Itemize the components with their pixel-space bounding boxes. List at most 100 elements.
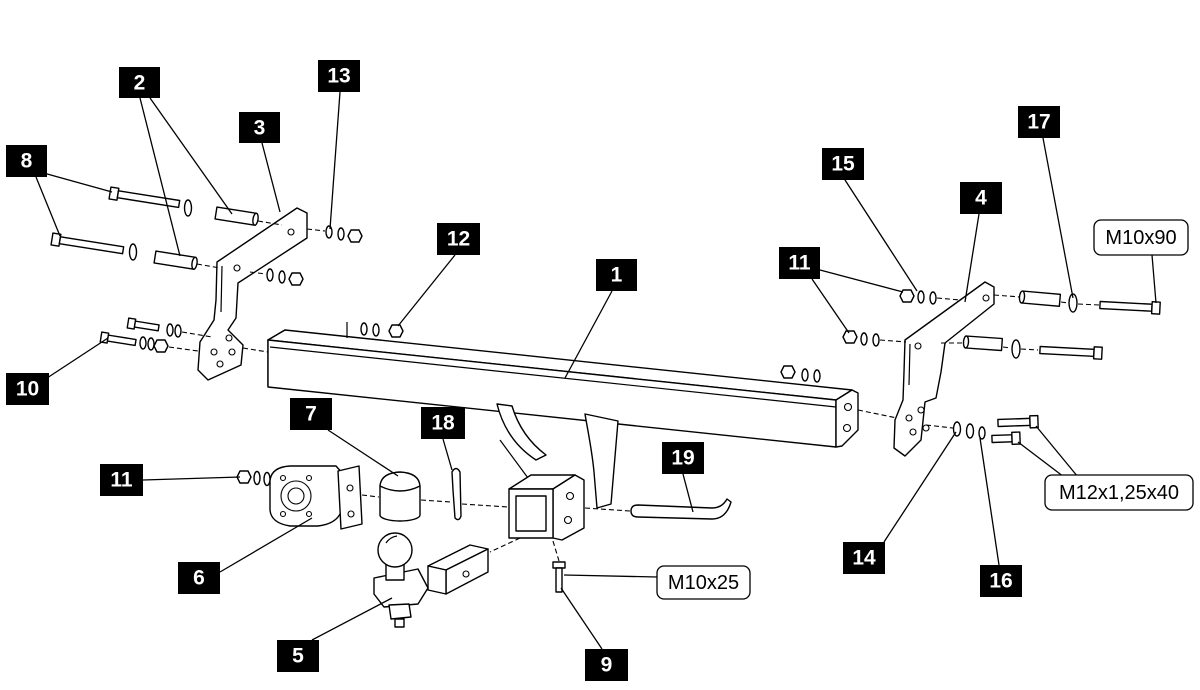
right-bracket-hole [905, 414, 913, 422]
washer [1068, 293, 1078, 313]
left-short-bolts [99, 317, 269, 353]
spacer-tube-lower [153, 250, 198, 270]
center-assembly-lines [361, 494, 631, 562]
callout-number: 5 [292, 645, 304, 668]
callout-11-left: 11 [100, 464, 143, 496]
assembly-line [420, 499, 452, 503]
callout-2: 2 [119, 67, 160, 98]
bolt-m10x90 [1099, 300, 1161, 315]
cap-body [379, 485, 421, 522]
hex-nut [899, 289, 915, 303]
callout-number: 6 [193, 567, 205, 590]
bolt-shank [106, 334, 137, 347]
leader-line-9 [560, 587, 603, 650]
spec-label-text: M10x25 [668, 572, 739, 594]
assembly-line [306, 228, 326, 232]
assembly-line [1002, 346, 1012, 349]
leader-line-14 [883, 431, 957, 543]
washer [266, 268, 274, 282]
washer [128, 243, 138, 261]
long-bolt-upper [108, 186, 181, 209]
callout-number: 16 [989, 570, 1012, 593]
tube-chamfer-line [269, 346, 837, 408]
tube-left-fasteners [346, 322, 404, 338]
washer [801, 368, 809, 382]
tube-end-hole-lower [842, 423, 852, 433]
spacer-body [1020, 290, 1062, 307]
leader-line-m12-b [1017, 441, 1069, 481]
spec-label-box [1093, 219, 1189, 256]
callout-3: 3 [239, 112, 280, 143]
hex-nut [153, 339, 169, 353]
ball-hitch [373, 532, 489, 628]
right-bracket-hole [914, 342, 922, 350]
tube-end-hole-upper [843, 402, 853, 412]
washer [929, 291, 937, 305]
socket-plate-hole-4 [305, 510, 313, 518]
leader-line-m10x90 [1151, 254, 1157, 304]
short-bolt-upper [126, 317, 160, 332]
washer [917, 290, 925, 304]
socket-plate-fasteners [236, 470, 271, 487]
leader-line-11-right-a [819, 269, 904, 293]
bolt-head [1029, 414, 1039, 429]
callout-8: 8 [6, 145, 47, 177]
socket-plate [269, 465, 363, 530]
bolt-head [552, 561, 566, 569]
receiver-hole-lower [563, 515, 573, 525]
callout-12: 12 [437, 223, 480, 255]
spec-label-text: M12x1,25x40 [1059, 482, 1179, 504]
callout-number: 8 [21, 150, 33, 173]
spec-label-m10x25: M10x25 [656, 565, 751, 600]
callout-number: 1 [611, 264, 623, 287]
callout-10: 10 [6, 373, 49, 405]
callout-number: 13 [327, 65, 350, 88]
callout-box [6, 373, 49, 405]
assembly-line [257, 220, 283, 226]
socket-plate-hole-1 [279, 474, 287, 482]
callout-number: 12 [447, 228, 470, 251]
assembly-line [181, 331, 213, 338]
left-bracket-fold-line [220, 265, 223, 313]
bolt-m10x25 [552, 561, 566, 593]
left-bracket-hole [225, 334, 233, 342]
tow-ball [377, 532, 413, 568]
spacer-tube-upper [214, 206, 259, 226]
left-bracket-hole [216, 360, 224, 368]
bolt-shank [555, 567, 563, 593]
cap-dome [379, 471, 421, 492]
callout-box [437, 223, 480, 255]
callout-9: 9 [585, 649, 628, 681]
assembly-line [461, 503, 509, 508]
leader-line-5 [311, 597, 393, 641]
washer [978, 426, 986, 440]
callout-box [596, 259, 637, 291]
leader-line-m12-a [1035, 425, 1079, 478]
callout-box [318, 60, 360, 92]
spacer-end [1018, 290, 1026, 304]
left-bracket-hole [228, 348, 236, 356]
callout-number: 11 [788, 252, 811, 275]
drop-bracket-brace-line [499, 439, 529, 479]
spacer-body [153, 250, 197, 270]
leader-line-18 [442, 438, 453, 471]
leader-line-11-right-b [811, 278, 850, 334]
assembly-line [857, 409, 898, 419]
leader-lines [35, 91, 1157, 650]
short-bolt-lower [99, 331, 137, 347]
long-bolt-lower [50, 232, 125, 255]
drop-bracket [496, 403, 619, 509]
callout-box [6, 145, 47, 177]
socket-bracket-hole-upper [346, 484, 354, 492]
leader-line-8b [35, 176, 61, 237]
spec-label-m10x90: M10x90 [1093, 219, 1189, 256]
receiver-hole-upper [565, 491, 575, 501]
washer [372, 323, 380, 337]
callout-number: 14 [852, 547, 876, 570]
leader-line-8a [39, 171, 113, 193]
washer [872, 333, 880, 347]
bolt-m12-upper [997, 414, 1039, 429]
leader-line-13 [329, 91, 341, 230]
bolt-head [1092, 346, 1103, 360]
callout-1: 1 [596, 259, 637, 291]
